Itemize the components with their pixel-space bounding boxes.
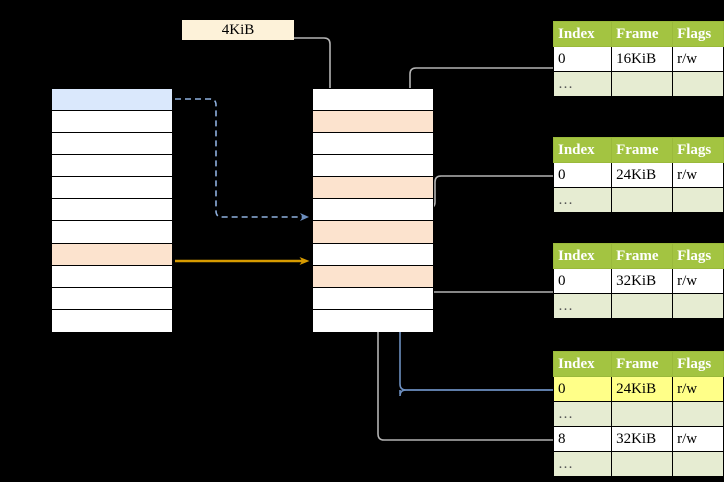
physical-frame-row-5: [313, 199, 433, 222]
cell-frame: [611, 187, 674, 213]
column-header-flags: Flags: [672, 243, 724, 269]
physical-frame-row-3: [313, 155, 433, 178]
virtual-page-row-2: [52, 133, 172, 156]
column-header-index: Index: [552, 351, 613, 377]
cell-index: …: [552, 187, 613, 213]
column-header-frame: Frame: [611, 137, 674, 163]
virtual-page-row-0: [52, 89, 172, 112]
cell-frame: [611, 293, 674, 319]
cell-flags: r/w: [672, 268, 724, 294]
physical-frame-row-8: [313, 265, 433, 288]
cell-index: 8: [552, 426, 613, 452]
cell-flags: [672, 451, 724, 477]
virtual-page-row-1: [52, 111, 172, 134]
cell-flags: r/w: [672, 426, 724, 452]
virtual-page-row-10: [52, 309, 172, 332]
cell-frame: 16KiB: [611, 46, 674, 72]
table-row: …: [552, 187, 724, 213]
column-header-flags: Flags: [672, 351, 724, 377]
cell-index: …: [552, 451, 613, 477]
cell-frame: 32KiB: [611, 426, 674, 452]
cell-flags: r/w: [672, 46, 724, 72]
column-header-frame: Frame: [611, 21, 674, 47]
wire-virtual-page-dashed: [175, 98, 309, 221]
cell-index: 0: [552, 162, 613, 188]
physical-frame-row-7: [313, 243, 433, 266]
cell-index: …: [552, 71, 613, 97]
column-header-index: Index: [552, 137, 613, 163]
physical-frame-row-10: [313, 309, 433, 332]
virtual-page-row-3: [52, 155, 172, 178]
column-header-index: Index: [552, 243, 613, 269]
cell-frame: [611, 401, 674, 427]
virtual-page-row-5: [52, 199, 172, 222]
cell-flags: r/w: [672, 376, 724, 402]
table-row: …: [552, 451, 724, 477]
physical-frame-row-2: [313, 133, 433, 156]
cell-flags: [672, 293, 724, 319]
cell-flags: [672, 187, 724, 213]
column-header-index: Index: [552, 21, 613, 47]
virtual-page-row-6: [52, 221, 172, 244]
cell-index: …: [552, 401, 613, 427]
column-header-flags: Flags: [672, 21, 724, 47]
table-row: …: [552, 401, 724, 427]
physical-frame-row-9: [313, 287, 433, 310]
page-size-label: 4KiB: [182, 20, 294, 40]
table-row: …: [552, 71, 724, 97]
column-header-frame: Frame: [611, 243, 674, 269]
virtual-page-row-9: [52, 287, 172, 310]
cell-flags: r/w: [672, 162, 724, 188]
virtual-page-row-8: [52, 265, 172, 288]
physical-frame-row-1: [313, 111, 433, 134]
column-header-flags: Flags: [672, 137, 724, 163]
cell-frame: [611, 451, 674, 477]
cell-frame: 24KiB: [611, 162, 674, 188]
virtual-address-space-column: [51, 88, 173, 332]
cell-index: 0: [552, 268, 613, 294]
physical-frame-row-6: [313, 221, 433, 244]
physical-frame-row-0: [313, 89, 433, 112]
cell-frame: 24KiB: [611, 376, 674, 402]
cell-frame: 32KiB: [611, 268, 674, 294]
physical-frame-row-4: [313, 177, 433, 200]
cell-index: 0: [552, 46, 613, 72]
cell-flags: [672, 71, 724, 97]
table-row: …: [552, 293, 724, 319]
cell-frame: [611, 71, 674, 97]
physical-memory-column: [312, 88, 434, 332]
cell-index: …: [552, 293, 613, 319]
cell-flags: [672, 401, 724, 427]
virtual-page-row-7: [52, 243, 172, 266]
column-header-frame: Frame: [611, 351, 674, 377]
virtual-page-row-4: [52, 177, 172, 200]
cell-index: 0: [552, 376, 613, 402]
wire-table4-row0-to-frame: [399, 389, 556, 397]
